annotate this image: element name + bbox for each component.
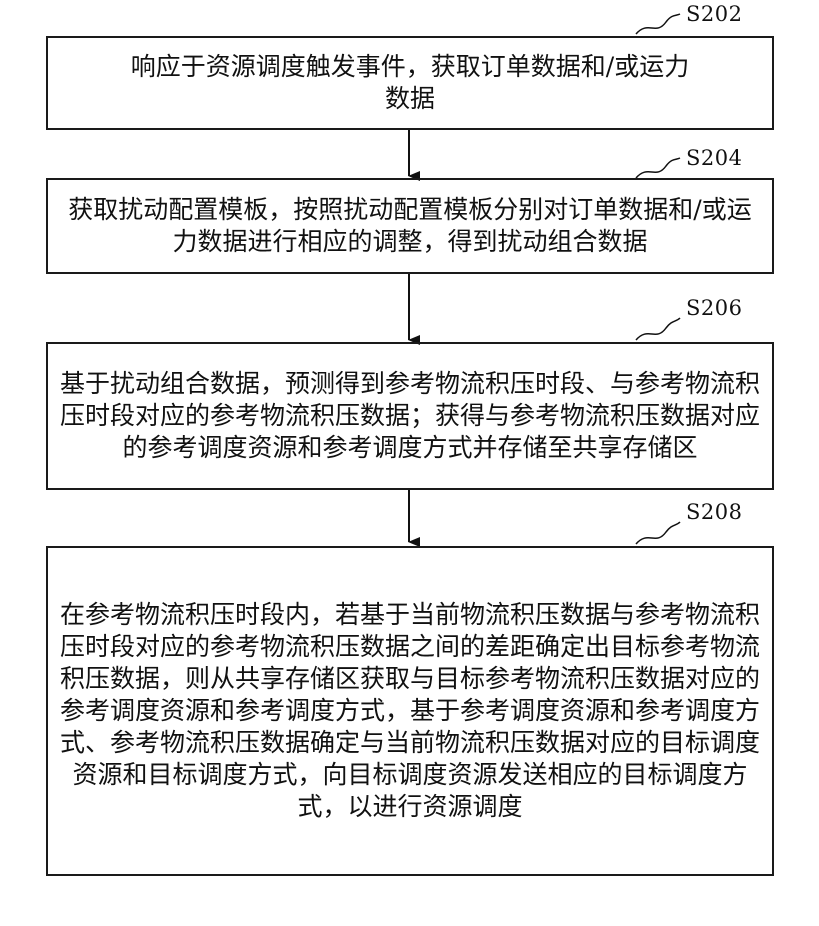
- step-text-s204: 获取扰动配置模板，按照扰动配置模板分别对订单数据和/或运力数据进行相应的调整，得…: [48, 194, 772, 258]
- step-label-s204: S204: [686, 146, 742, 170]
- step-box-s206: 基于扰动组合数据，预测得到参考物流积压时段、与参考物流积压时段对应的参考物流积压…: [46, 342, 774, 490]
- leader-s206: [636, 318, 680, 340]
- step-label-s208: S208: [686, 500, 742, 524]
- leader-s202: [636, 14, 680, 34]
- leader-s208: [636, 522, 680, 544]
- step-label-s202: S202: [686, 2, 742, 26]
- step-text-s208: 在参考物流积压时段内，若基于当前物流积压数据与参考物流积压时段对应的参考物流积压…: [48, 599, 772, 823]
- step-box-s202: 响应于资源调度触发事件，获取订单数据和/或运力数据: [46, 36, 774, 130]
- step-box-s204: 获取扰动配置模板，按照扰动配置模板分别对订单数据和/或运力数据进行相应的调整，得…: [46, 178, 774, 274]
- step-text-s206: 基于扰动组合数据，预测得到参考物流积压时段、与参考物流积压时段对应的参考物流积压…: [48, 368, 772, 464]
- step-box-s208: 在参考物流积压时段内，若基于当前物流积压数据与参考物流积压时段对应的参考物流积压…: [46, 546, 774, 876]
- step-label-s206: S206: [686, 296, 742, 320]
- leader-s204: [636, 158, 680, 178]
- step-text-s202: 响应于资源调度触发事件，获取订单数据和/或运力数据: [112, 51, 708, 115]
